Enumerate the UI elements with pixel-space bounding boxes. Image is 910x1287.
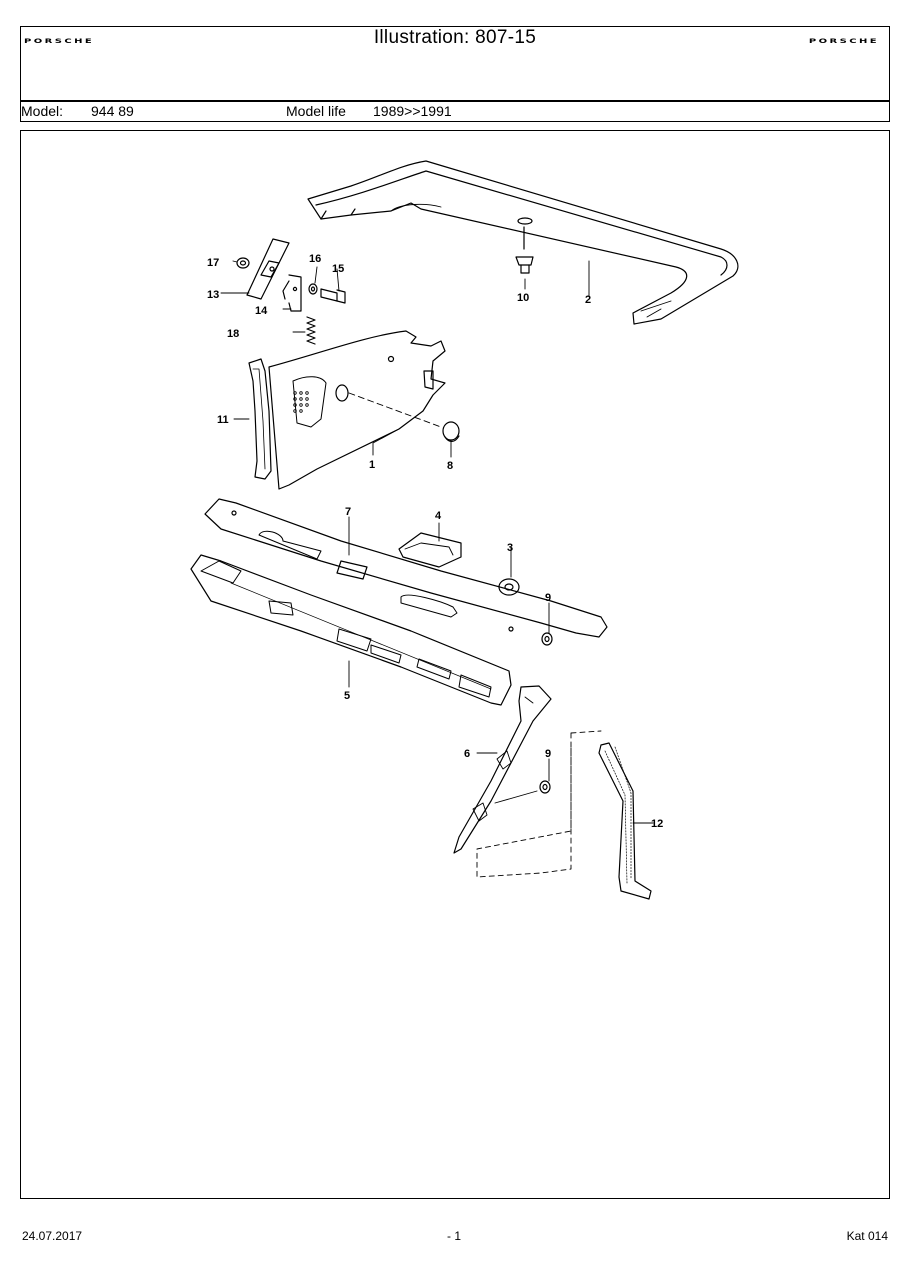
part-15-bolt — [320, 288, 346, 304]
callout-1: 1 — [369, 459, 375, 471]
porsche-logo-right: PORSCHE — [808, 38, 879, 45]
callout-7: 7 — [345, 506, 351, 518]
footer-page-number: - 1 — [447, 1229, 462, 1243]
callout-18: 18 — [227, 328, 239, 340]
part-2-roof-trim — [307, 160, 739, 325]
callout-labels: 17 13 14 18 16 15 10 2 11 1 8 7 4 3 9 5 … — [207, 253, 663, 830]
part-11-strip — [248, 358, 272, 480]
parts-illustration: 17 13 14 18 16 15 10 2 11 1 8 7 4 3 9 5 … — [190, 160, 739, 900]
callout-9-upper: 9 — [545, 592, 551, 604]
model-row: Model: 944 89 Model life 1989>>1991 — [21, 102, 889, 121]
model-label: Model: — [21, 103, 64, 119]
part-12-seal — [598, 742, 652, 900]
part-9-nut-lower — [539, 780, 551, 794]
part-16-washer — [308, 283, 318, 295]
callout-4: 4 — [435, 510, 442, 522]
part-10-clip — [515, 217, 534, 274]
part-9-nut-upper — [541, 632, 553, 646]
part-6-pillar-trim — [453, 685, 552, 854]
callout-12: 12 — [651, 818, 663, 830]
part-4-handle — [398, 532, 462, 568]
part-3-grommet — [498, 578, 520, 596]
footer-catalog: Kat 014 — [846, 1229, 888, 1243]
model-life-label: Model life — [286, 103, 346, 119]
header-divider — [21, 100, 889, 102]
callout-14: 14 — [255, 305, 268, 317]
part-5-lower-shelf-trim — [190, 554, 512, 706]
part-17-nut — [236, 257, 250, 269]
callout-10: 10 — [517, 292, 529, 304]
callout-5: 5 — [344, 690, 350, 702]
callout-3: 3 — [507, 542, 513, 554]
callout-6: 6 — [464, 748, 470, 760]
footer-date: 24.07.2017 — [22, 1229, 83, 1243]
callout-9-lower: 9 — [545, 748, 551, 760]
part-18-spring — [306, 316, 316, 345]
header: PORSCHE Illustration: 807-15 PORSCHE Mod… — [20, 26, 890, 122]
part-7-upper-shelf-trim — [204, 498, 608, 638]
model-value: 944 89 — [91, 103, 134, 119]
part-8-cap — [442, 421, 460, 442]
callout-11: 11 — [217, 414, 229, 426]
part-13-hinge-plate — [246, 238, 290, 300]
callout-8: 8 — [447, 460, 453, 472]
callout-16: 16 — [309, 253, 321, 265]
leader-lines — [220, 260, 654, 824]
callout-2: 2 — [585, 294, 591, 306]
porsche-logo-left: PORSCHE — [24, 38, 95, 45]
model-life-value: 1989>>1991 — [373, 103, 452, 119]
exploded-parts-diagram: 17 13 14 18 16 15 10 2 11 1 8 7 4 3 9 5 … — [20, 130, 890, 1199]
page-title: Illustration: 807-15 — [373, 27, 537, 48]
callout-13: 13 — [207, 289, 219, 301]
part-14-bracket — [282, 274, 302, 312]
part-1-side-trim-panel — [268, 330, 446, 490]
callout-15: 15 — [332, 263, 344, 275]
assembly-line — [476, 730, 602, 878]
callout-17: 17 — [207, 257, 219, 269]
